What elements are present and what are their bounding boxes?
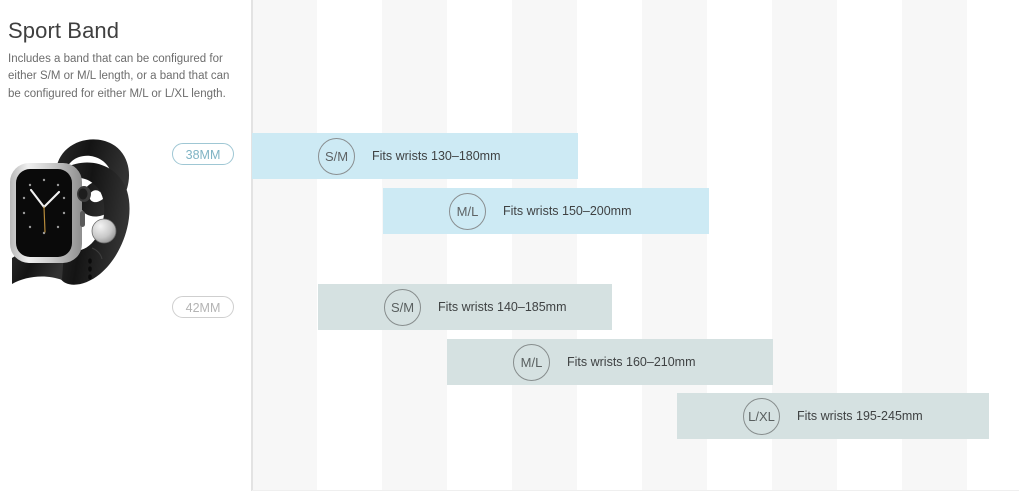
size-badge-38mm[interactable]: 38MM — [172, 143, 234, 165]
chart-left-divider — [251, 0, 253, 491]
size-circle-label: S/M — [324, 148, 349, 164]
range-bar-38mm-sm[interactable]: S/M Fits wrists 130–180mm — [252, 133, 578, 179]
watch-hand-minute — [42, 190, 61, 209]
size-circle-label: L/XL — [748, 408, 775, 424]
chart-baseline — [252, 490, 1019, 491]
range-bar-42mm-lxl[interactable]: L/XL Fits wrists 195-245mm — [677, 393, 989, 439]
grid-band-1 — [382, 0, 447, 491]
range-label-38mm-ml: Fits wrists 150–200mm — [503, 204, 632, 218]
size-circle-label: M/L — [520, 354, 543, 370]
page-description: Includes a band that can be configured f… — [8, 53, 230, 100]
range-bar-42mm-ml[interactable]: M/L Fits wrists 160–210mm — [447, 339, 773, 385]
apple-watch-product-image — [4, 128, 140, 291]
watch-face-ticks — [22, 178, 66, 235]
page-title: Sport Band — [8, 18, 120, 43]
watch-hand-hour — [29, 188, 46, 209]
size-circle-42mm-lxl: L/XL — [743, 397, 780, 435]
size-badge-38mm-label: 38MM — [185, 148, 221, 162]
size-circle-38mm-sm: S/M — [318, 137, 355, 175]
apple-watch-icon — [10, 139, 130, 285]
grid-band-2 — [512, 0, 577, 491]
watch-band-seam — [91, 247, 103, 260]
watch-band-holes — [88, 258, 92, 280]
size-badge-42mm-label: 42MM — [185, 301, 221, 315]
watch-side-button — [80, 211, 85, 227]
size-badge-42mm[interactable]: 42MM — [172, 296, 234, 318]
info-column: Sport Band Includes a band that can be c… — [0, 0, 250, 499]
size-circle-42mm-ml: M/L — [513, 343, 550, 381]
range-bar-38mm-ml[interactable]: M/L Fits wrists 150–200mm — [383, 188, 709, 234]
range-label-42mm-sm: Fits wrists 140–185mm — [438, 300, 567, 314]
range-label-42mm-ml: Fits wrists 160–210mm — [567, 355, 696, 369]
grid-band-0 — [252, 0, 317, 491]
range-label-42mm-lxl: Fits wrists 195-245mm — [797, 409, 923, 423]
watch-hand-second — [43, 206, 46, 233]
size-circle-label: M/L — [456, 203, 479, 219]
size-circle-38mm-ml: M/L — [449, 192, 486, 230]
size-circle-label: S/M — [390, 299, 415, 315]
watch-band-pin — [92, 219, 116, 243]
range-label-38mm-sm: Fits wrists 130–180mm — [372, 149, 501, 163]
size-circle-42mm-sm: S/M — [384, 288, 421, 326]
range-bar-42mm-sm[interactable]: S/M Fits wrists 140–185mm — [318, 284, 612, 330]
